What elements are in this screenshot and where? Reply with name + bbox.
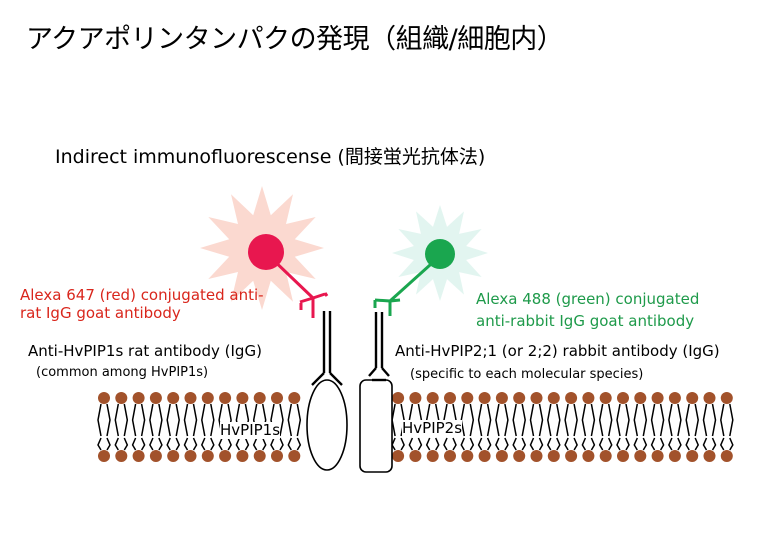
lipid-head [236, 450, 249, 462]
primary-antibody-right [368, 312, 390, 382]
left-secondary-label-line2: rat IgG goat antibody [20, 304, 181, 322]
lipid-head [651, 450, 664, 462]
lipid-head [686, 450, 699, 462]
right-primary-note: (specific to each molecular species) [410, 367, 644, 382]
lipid-head [271, 392, 283, 404]
lipid-head [495, 450, 508, 462]
lipid-head [617, 450, 629, 462]
lipid-head [149, 450, 162, 462]
lipid-head [98, 392, 110, 404]
hvpip1s-label: HvPIP1s [220, 421, 281, 440]
lipid-head [444, 392, 456, 404]
method-subtitle: Indirect immunofluorescense (間接蛍光抗体法) [55, 146, 486, 168]
lipid-head [547, 450, 560, 462]
left-primary-note: (common among HvPIP1s) [36, 365, 209, 380]
lipid-head [132, 392, 145, 404]
lipid-head [184, 450, 197, 462]
lipid-head [444, 450, 456, 462]
lipid-head [219, 450, 232, 462]
lipid-head [461, 450, 474, 462]
alexa488-dye [425, 239, 455, 269]
page-title: アクアポリンタンパクの発現（組織/細胞内） [26, 24, 564, 55]
lipid-head [565, 392, 578, 404]
lipid-head [582, 392, 595, 404]
lipid-head [582, 450, 595, 462]
lipid-head [513, 392, 526, 404]
alexa647-dye [248, 234, 284, 270]
lipid-head [409, 392, 422, 404]
lipid-head [271, 450, 283, 462]
right-secondary-label-line2: anti-rabbit IgG goat antibody [476, 312, 695, 330]
lipid-head [720, 392, 733, 404]
lipid-head [236, 392, 249, 404]
lipid-head [201, 450, 214, 462]
lipid-head [426, 450, 439, 462]
lipid-head [668, 392, 681, 404]
lipid-head [184, 392, 197, 404]
lipid-head [668, 450, 681, 462]
left-primary-label: Anti-HvPIP1s rat antibody (IgG) [28, 342, 262, 360]
lipid-head [115, 450, 128, 462]
primary-antibody-left [311, 311, 343, 386]
lipid-head [530, 392, 543, 404]
lipid-head [409, 450, 422, 462]
lipid-head [478, 392, 491, 404]
lipid-head [461, 392, 474, 404]
lipid-head [634, 450, 647, 462]
lipid-head [253, 450, 266, 462]
lipid-head [132, 450, 145, 462]
lipid-head [513, 450, 526, 462]
lipid-bilayer [97, 392, 734, 462]
lipid-head [565, 450, 578, 462]
lipid-head [634, 392, 647, 404]
right-primary-label: Anti-HvPIP2;1 (or 2;2) rabbit antibody (… [395, 342, 720, 360]
lipid-head [651, 392, 664, 404]
lipid-head [288, 450, 301, 462]
lipid-head [530, 450, 543, 462]
lipid-head [599, 392, 612, 404]
lipid-head [686, 392, 699, 404]
lipid-head [547, 392, 560, 404]
lipid-head [392, 450, 405, 462]
lipid-head [617, 392, 629, 404]
lipid-head [392, 392, 405, 404]
lipid-head [703, 450, 716, 462]
lipid-head [426, 392, 439, 404]
lipid-head [167, 392, 180, 404]
lipid-head [599, 450, 612, 462]
left-secondary-label-line1: Alexa 647 (red) conjugated anti- [20, 286, 264, 304]
lipid-head [720, 450, 733, 462]
lipid-head [219, 392, 232, 404]
lipid-head [478, 450, 491, 462]
right-secondary-label-line1: Alexa 488 (green) conjugated [476, 290, 700, 308]
lipid-head [98, 450, 110, 462]
hvpip1s-protein-shape [306, 379, 348, 471]
lipid-head [149, 392, 162, 404]
lipid-head [201, 392, 214, 404]
lipid-head [288, 392, 301, 404]
hvpip2s-protein-shape [359, 379, 393, 473]
lipid-head [703, 392, 716, 404]
lipid-head [167, 450, 180, 462]
hvpip2s-label: HvPIP2s [402, 419, 463, 438]
lipid-head [253, 392, 266, 404]
lipid-head [495, 392, 508, 404]
lipid-head [115, 392, 128, 404]
